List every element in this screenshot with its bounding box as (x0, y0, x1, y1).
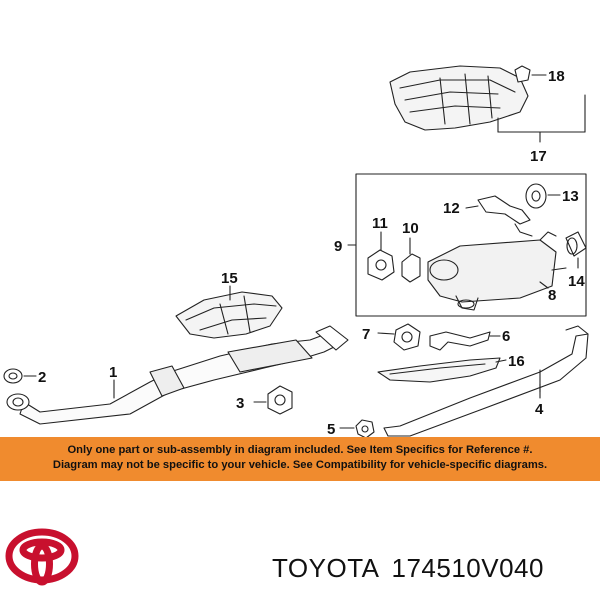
notice-line-1: Only one part or sub-assembly in diagram… (67, 444, 533, 456)
callout-10: 10 (402, 220, 419, 237)
hanger-part-7 (393, 323, 421, 351)
callout-14: 14 (568, 273, 585, 290)
notice-line-2: Diagram may not be specific to your vehi… (52, 459, 548, 471)
callout-2: 2 (38, 369, 46, 386)
callout-5: 5 (327, 421, 335, 438)
front-pipe-part-1 (6, 325, 349, 425)
hanger-part-13 (525, 183, 547, 209)
clip-part-18 (514, 65, 531, 83)
callout-7: 7 (362, 326, 370, 343)
callout-16: 16 (508, 353, 525, 370)
hanger-part-11 (367, 249, 395, 281)
callout-17: 17 (530, 148, 547, 165)
muffler-part-8 (427, 231, 567, 311)
callout-15: 15 (221, 270, 238, 287)
callout-4: 4 (535, 401, 544, 418)
callout-11: 11 (372, 215, 388, 232)
callout-13: 13 (562, 188, 579, 205)
callout-3: 3 (236, 395, 244, 412)
callout-labels: 1 2 3 4 5 6 7 8 9 10 11 12 13 14 15 16 1… (38, 68, 585, 438)
callout-9: 9 (334, 238, 342, 255)
part-number: 174510V040 (391, 553, 544, 583)
callout-18: 18 (548, 68, 565, 85)
heat-shield-part-16 (377, 357, 501, 383)
callout-12: 12 (443, 200, 460, 217)
hanger-part-3 (267, 385, 293, 415)
gasket-part-2 (3, 368, 23, 384)
clamp-part-10 (401, 253, 421, 283)
tail-pipe-part-14 (565, 231, 587, 257)
callout-1: 1 (109, 364, 117, 381)
gasket-part-5 (355, 419, 375, 439)
heat-shield-upper (389, 65, 529, 131)
compatibility-notice-banner: Only one part or sub-assembly in diagram… (0, 437, 600, 481)
callout-8: 8 (548, 287, 556, 304)
callout-6: 6 (502, 328, 510, 345)
brand-part-line: TOYOTA 174510V040 (272, 553, 544, 584)
heat-shield-part-15 (175, 291, 283, 339)
bracket-part-6 (429, 331, 491, 351)
brand-name: TOYOTA (272, 553, 380, 583)
toyota-logo-icon (5, 528, 79, 586)
bracket-part-12 (477, 195, 533, 237)
